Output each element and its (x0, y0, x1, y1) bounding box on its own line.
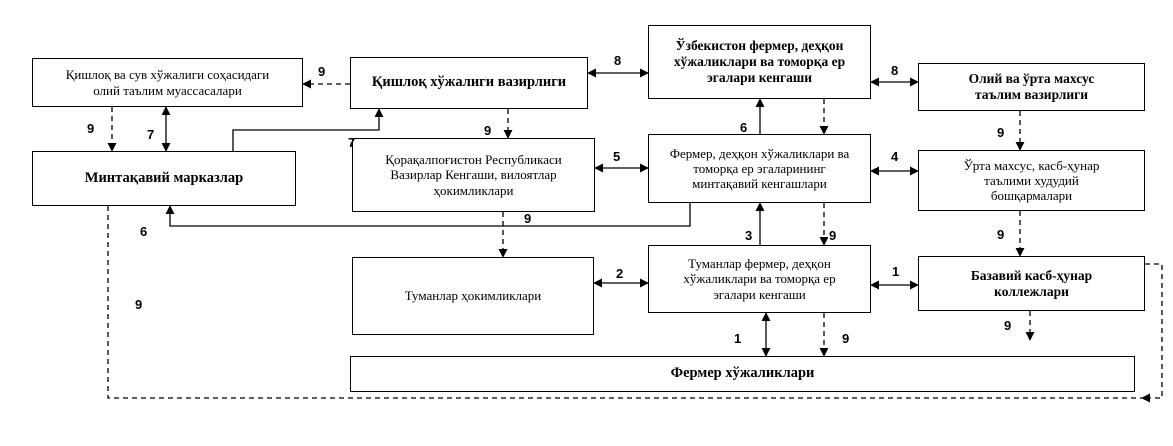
label-9-regional-district: 9 (829, 228, 837, 243)
label-8-council-ministry: 8 (891, 63, 899, 78)
label-9-regional-farms: 9 (135, 297, 143, 312)
box-colleges: Базавий касб-ҳунар коллежлари (918, 256, 1145, 311)
label-3: 3 (745, 228, 753, 243)
arrow-regional-centers-to-ministry (232, 108, 384, 151)
arrow-regional-to-regional-centers (165, 203, 691, 227)
label-8-ministry-council: 8 (614, 53, 622, 68)
label-7-ministry-regional: 7 (348, 135, 356, 150)
label-9-ministry-secondary: 9 (997, 125, 1005, 140)
label-9-district-farms: 9 (842, 331, 850, 346)
label-4: 4 (891, 149, 899, 164)
label-2: 2 (616, 266, 624, 281)
box-ministry-higher-ed: Олий ва ўрта махсус таълим вазирлиги (918, 63, 1145, 111)
label-1-farms: 1 (734, 331, 742, 346)
label-9-secondary-colleges: 9 (997, 227, 1005, 242)
label-9-higher-ed: 9 (318, 64, 326, 79)
label-9-regional-karakalpak: 9 (524, 211, 532, 226)
box-farms: Фермер хўжаликлари (350, 356, 1135, 392)
label-6-regional-centers: 6 (140, 224, 148, 239)
box-regional-councils: Фермер, деҳқон хўжаликлари ва томорқа ер… (648, 134, 871, 203)
label-9-left-top: 9 (87, 121, 95, 136)
box-secondary-ed-admin: Ўрта махсус, касб-ҳунар таълими худудий … (918, 150, 1145, 211)
label-9-colleges-down: 9 (1004, 318, 1012, 333)
label-5: 5 (613, 149, 621, 164)
arrow-regional-centers-to-farms (107, 206, 1142, 399)
arrow-colleges-down (1141, 263, 1163, 403)
box-ministry-agriculture: Қишлоқ хўжалиги вазирлиги (350, 57, 588, 109)
label-1-colleges: 1 (892, 264, 900, 279)
box-higher-ed-institutions: Қишлоқ ва сув хўжалиги соҳасидаги олий т… (32, 58, 303, 107)
box-district-councils: Туманлар фермер, деҳқон хўжаликлари ва т… (648, 245, 871, 313)
box-karakalpak-council: Қорақалпоғистон Республикаси Вазирлар Ке… (352, 138, 595, 212)
box-regional-centers: Минтақавий марказлар (32, 151, 296, 206)
label-9-ministry-karakalpak: 9 (484, 123, 492, 138)
label-6-council-regional: 6 (740, 120, 748, 135)
box-district-khokimiyats: Туманлар ҳокимликлари (352, 257, 594, 335)
box-uzbek-council: Ўзбекистон фермер, деҳқон хўжаликлари ва… (648, 25, 871, 99)
label-7-left-top: 7 (147, 127, 155, 142)
